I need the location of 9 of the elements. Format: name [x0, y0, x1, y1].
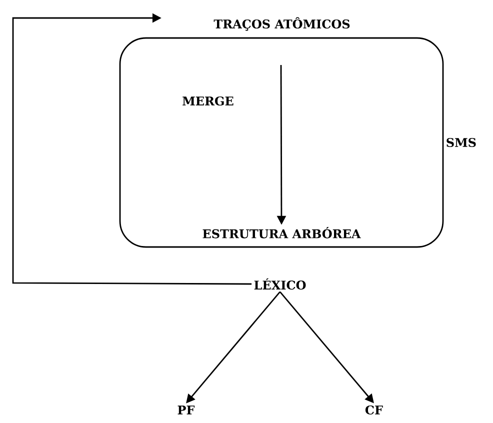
node-label: CF: [365, 405, 383, 415]
node-label: PF: [178, 406, 195, 414]
arrow: [12, 13, 252, 285]
edge-label: MERGE: [180, 94, 236, 108]
node-label: ESTRUTURA ARBÓREA: [202, 227, 361, 238]
node-label: TRAÇOS ATÔMICOS: [214, 17, 350, 31]
node-label: LÉXICO: [254, 278, 306, 290]
box-label: SMS: [446, 138, 476, 148]
rounded-box: [119, 37, 476, 248]
